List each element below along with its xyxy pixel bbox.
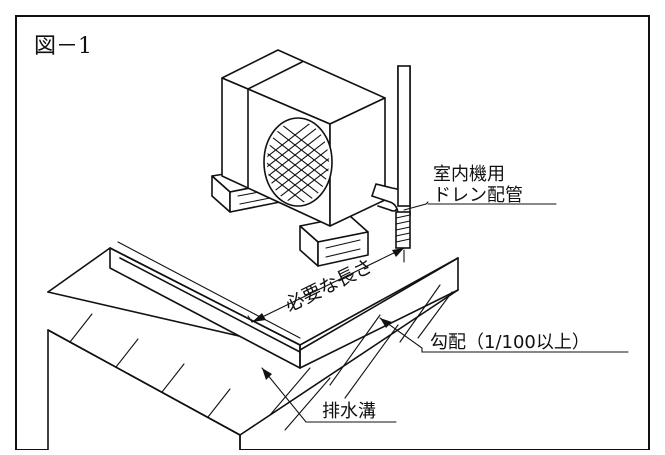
ditch-arrowhead: [262, 368, 272, 380]
drain-pipe-label-line1: 室内機用: [433, 164, 505, 185]
ground-slab: [47, 257, 459, 453]
slope-arrowhead: [380, 318, 392, 328]
drainage-ditch: [47, 241, 459, 369]
leader-slope: [379, 317, 423, 353]
drainage-ditch-label: 排水溝: [322, 401, 376, 422]
outdoor-unit-icon: [211, 49, 386, 267]
slope-label: 勾配（1/100以上）: [430, 332, 590, 353]
drain-pipe-label-line2: ドレン配管: [433, 185, 523, 206]
drain-pipe-icon: [371, 65, 411, 249]
leader-drain-pipe: [403, 201, 429, 211]
figure-label: 図－1: [34, 34, 92, 59]
required-length-dimension: [247, 247, 405, 323]
